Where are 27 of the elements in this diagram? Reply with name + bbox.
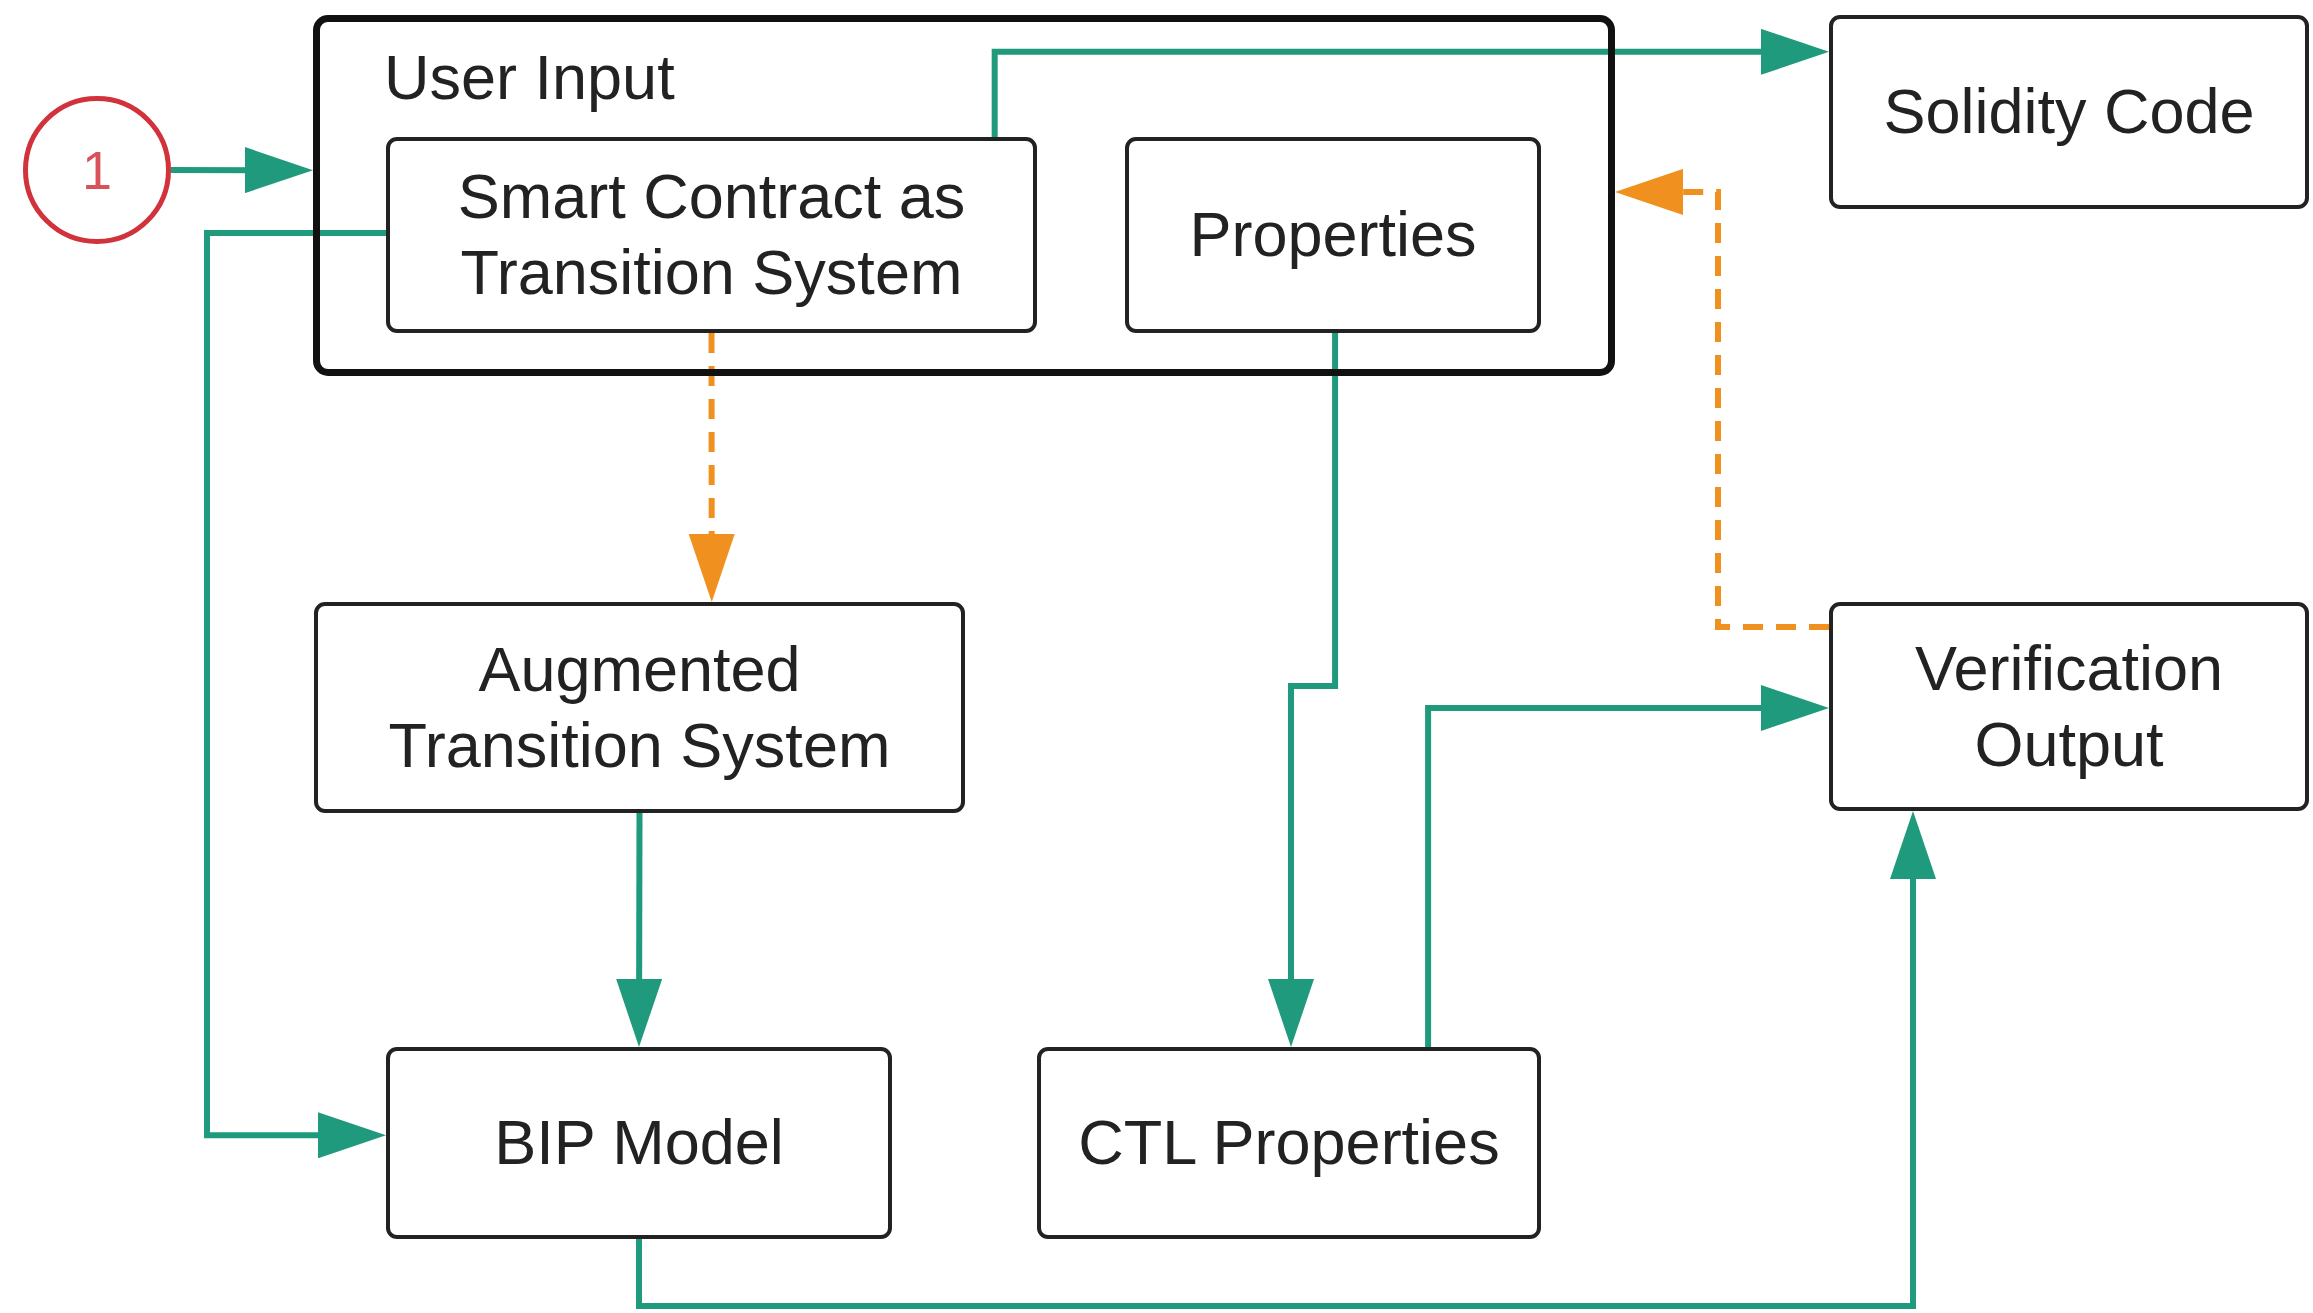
box-label: Properties	[1189, 198, 1477, 272]
box-label: CTL Properties	[1078, 1106, 1500, 1180]
dashed-arrow	[1615, 168, 1829, 631]
arrow	[991, 28, 1829, 137]
arrow	[616, 813, 663, 1047]
process-box	[1125, 137, 1541, 333]
dashed-arrow	[688, 333, 735, 602]
step-number-circle	[23, 96, 171, 244]
process-box	[1829, 15, 2309, 209]
arrow	[1268, 333, 1339, 1047]
box-label: Verification Output	[1913, 631, 2225, 781]
box-label: Augmented Transition System	[387, 632, 892, 782]
arrow	[171, 147, 313, 194]
arrow	[636, 811, 1936, 1309]
arrow	[204, 230, 386, 1159]
step-number: 1	[81, 143, 112, 197]
process-box	[386, 137, 1037, 333]
process-box	[1829, 602, 2309, 811]
arrow	[1425, 684, 1829, 1047]
process-box	[386, 1047, 892, 1239]
box-label: Smart Contract as Transition System	[456, 160, 967, 309]
process-box	[314, 602, 965, 813]
box-label: BIP Model	[494, 1106, 784, 1180]
process-box	[1037, 1047, 1541, 1239]
box-label: Solidity Code	[1883, 75, 2255, 149]
group-title: User Input	[384, 41, 675, 114]
group-box	[313, 15, 1615, 376]
